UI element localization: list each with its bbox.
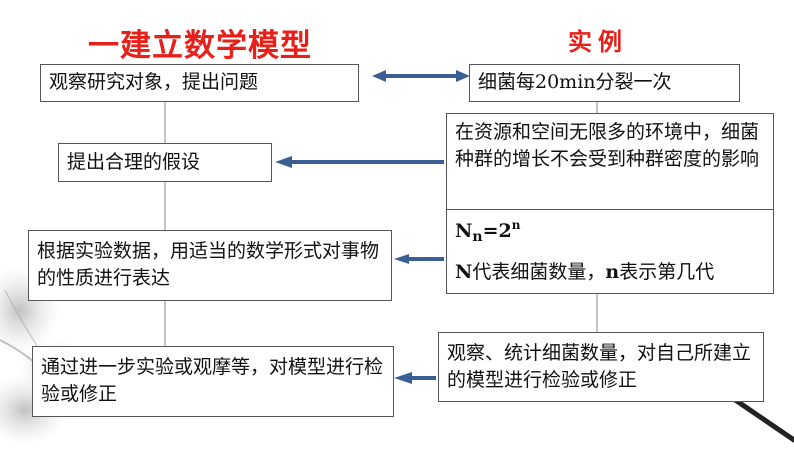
example-formula-box: Nn=2n N代表细菌数量，n表示第几代 xyxy=(446,209,774,294)
step-observe-box: 观察研究对象，提出问题 xyxy=(40,64,359,102)
example-verification-box: 观察、统计细菌数量，对自己所建立的模型进行检验或修正 xyxy=(438,332,764,402)
step-express-text: 根据实验数据，用适当的数学形式对事物的性质进行表达 xyxy=(37,240,380,289)
arrow-row-2 xyxy=(275,156,444,168)
arrow-row-4 xyxy=(394,372,436,384)
legend-text-2: 表示第几代 xyxy=(619,261,715,283)
step-hypothesis-box: 提出合理的假设 xyxy=(58,143,272,182)
formula-legend: N代表细菌数量，n表示第几代 xyxy=(455,259,765,286)
example-observation-box: 细菌每20min分裂一次 xyxy=(469,64,740,102)
step-verify-text: 通过进一步实验或观摩等，对模型进行检验或修正 xyxy=(41,356,384,405)
legend-symbol-n-lower: n xyxy=(605,261,620,283)
step-verify-box: 通过进一步实验或观摩等，对模型进行检验或修正 xyxy=(32,346,394,417)
arrow-row-3 xyxy=(394,254,444,264)
double-arrow-row-1 xyxy=(372,70,470,82)
example-title: 实例 xyxy=(568,28,628,56)
example-observation-text: 细菌每20min分裂一次 xyxy=(478,71,672,93)
step-observe-text: 观察研究对象，提出问题 xyxy=(49,71,259,93)
formula-equals: =2 xyxy=(482,220,512,242)
step-hypothesis-text: 提出合理的假设 xyxy=(67,151,201,173)
example-verification-text: 观察、统计细菌数量，对自己所建立的模型进行检验或修正 xyxy=(447,342,752,391)
growth-formula: Nn=2n xyxy=(455,212,765,251)
formula-exponent: n xyxy=(511,218,521,232)
legend-text-1: 代表细菌数量， xyxy=(472,261,606,283)
formula-lhs-sub: n xyxy=(472,229,483,245)
example-assumption-text: 在资源和空间无限多的环境中，细菌种群的增长不会受到种群密度的影响 xyxy=(455,121,760,170)
legend-symbol-n-upper: N xyxy=(455,261,473,283)
formula-lhs-base: N xyxy=(455,220,473,242)
main-title: 一建立数学模型 xyxy=(88,28,312,64)
step-express-box: 根据实验数据，用适当的数学形式对事物的性质进行表达 xyxy=(28,230,392,301)
example-assumption-box: 在资源和空间无限多的环境中，细菌种群的增长不会受到种群密度的影响 xyxy=(446,113,774,213)
